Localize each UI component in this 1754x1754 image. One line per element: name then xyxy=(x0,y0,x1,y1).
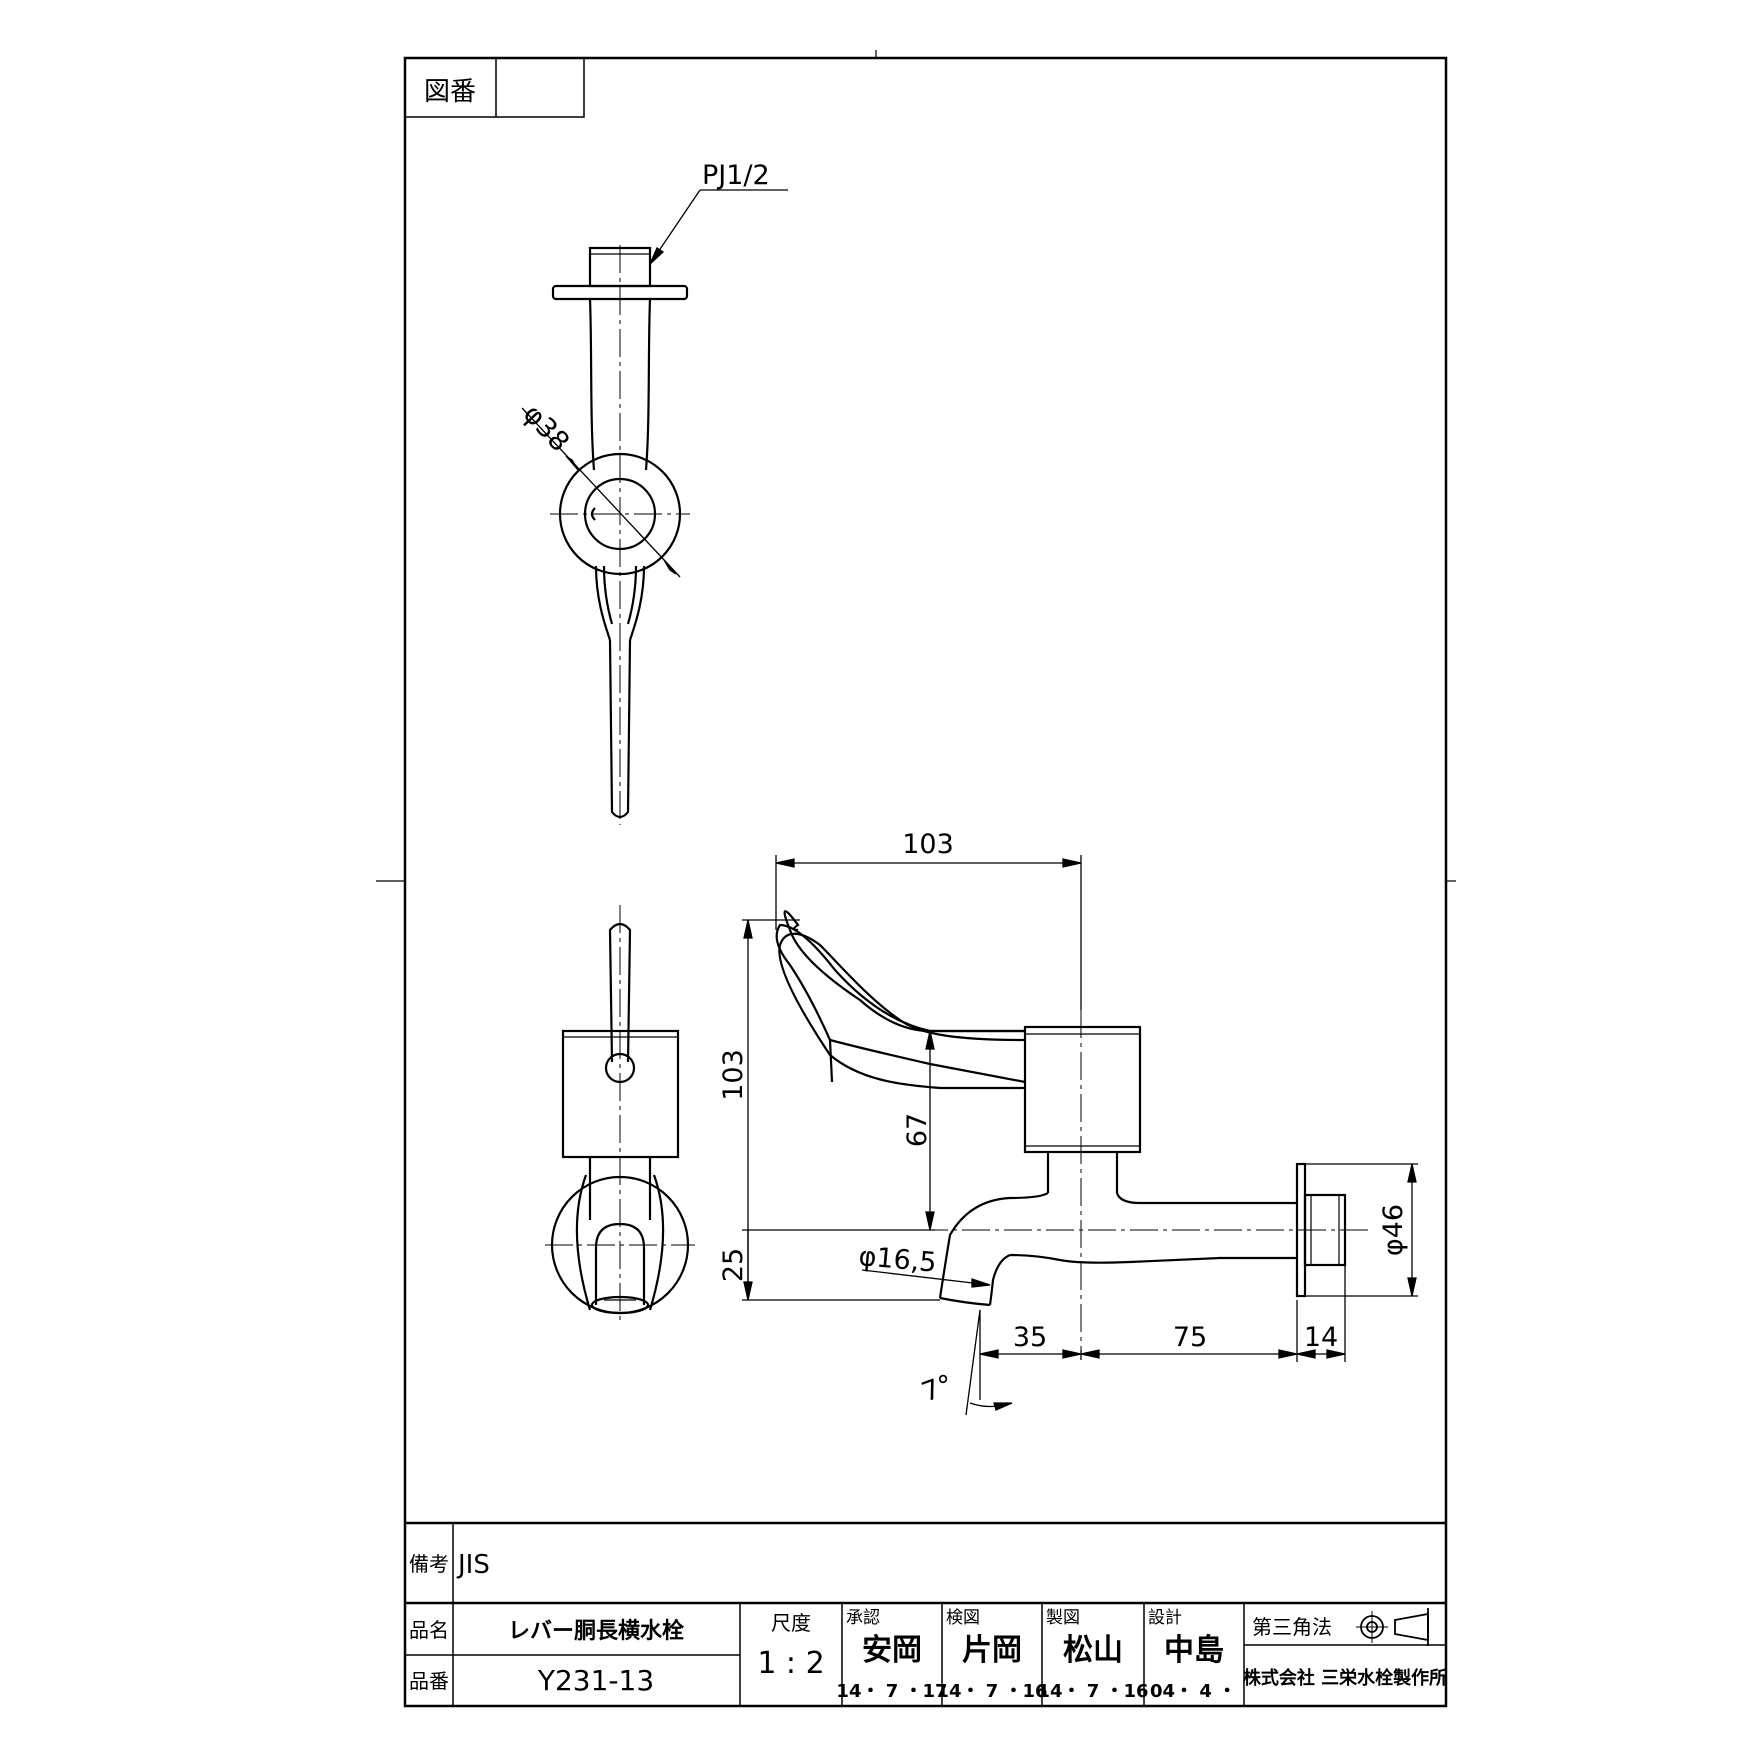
remarks-value: JIS xyxy=(456,1550,490,1580)
drawn-name: 松山 xyxy=(1063,1633,1123,1668)
top-view-centerlines xyxy=(550,245,690,825)
flange-dia-dim: φ46 xyxy=(1378,1204,1409,1256)
product-name-value: レバー胴長横水栓 xyxy=(508,1619,684,1644)
designed-name: 中島 xyxy=(1164,1633,1224,1668)
side-view-centerlines xyxy=(920,1010,1370,1350)
approved-label: 承認 xyxy=(846,1608,880,1628)
side-dimension-lines xyxy=(742,855,1418,1416)
remarks-label: 備考 xyxy=(409,1552,449,1576)
lever-height-dim: 103 xyxy=(718,1049,749,1101)
pj-leader xyxy=(649,189,788,265)
scale-label: 尺度 xyxy=(771,1611,811,1635)
drawing-number-label: 図番 xyxy=(424,77,476,107)
drawn-label: 製図 xyxy=(1046,1608,1080,1628)
thread-dimension: PJ1/2 xyxy=(702,160,770,191)
product-number-value: Y231-13 xyxy=(537,1664,654,1697)
drawing-number-box: 図番 xyxy=(405,58,585,118)
designed-label: 設計 xyxy=(1148,1608,1182,1628)
scale-value: 1 : 2 xyxy=(757,1646,824,1681)
sheet-border xyxy=(376,50,1456,1708)
drawn-date: 14・ 7 ・16 xyxy=(1037,1681,1148,1702)
body-length-dim: 75 xyxy=(1173,1322,1207,1353)
checked-label: 検図 xyxy=(946,1608,980,1628)
title-block-grid xyxy=(405,1521,1446,1706)
dia38-dimension-line xyxy=(521,407,681,578)
front-view-centerline xyxy=(545,905,695,1320)
spout-drop-dim: 25 xyxy=(718,1248,749,1282)
dia38-label: φ38 xyxy=(517,399,575,458)
product-number-label: 品番 xyxy=(409,1669,449,1693)
flange-thickness-dim: 14 xyxy=(1304,1322,1338,1353)
company-name: 株式会社 三栄水栓製作所 xyxy=(1243,1667,1447,1689)
checked-date: 14・ 7 ・16 xyxy=(936,1681,1047,1702)
third-angle-projection-icon xyxy=(1356,1608,1429,1646)
spout-dia-dim: φ16,5 xyxy=(857,1241,937,1279)
lever-width-dim: 103 xyxy=(902,829,954,860)
designed-date: 04・ 4 ・ xyxy=(1150,1681,1236,1702)
side-view xyxy=(775,910,1347,1307)
approved-date: 14・ 7 ・17 xyxy=(836,1681,947,1702)
checked-name: 片岡 xyxy=(962,1633,1022,1668)
projection-label: 第三角法 xyxy=(1252,1615,1332,1639)
spout-offset-dim: 35 xyxy=(1013,1322,1047,1353)
approved-name: 安岡 xyxy=(862,1633,922,1668)
product-name-label: 品名 xyxy=(409,1618,449,1642)
spout-angle-dim: 7° xyxy=(918,1369,957,1409)
handle-height-dim: 67 xyxy=(902,1113,933,1147)
